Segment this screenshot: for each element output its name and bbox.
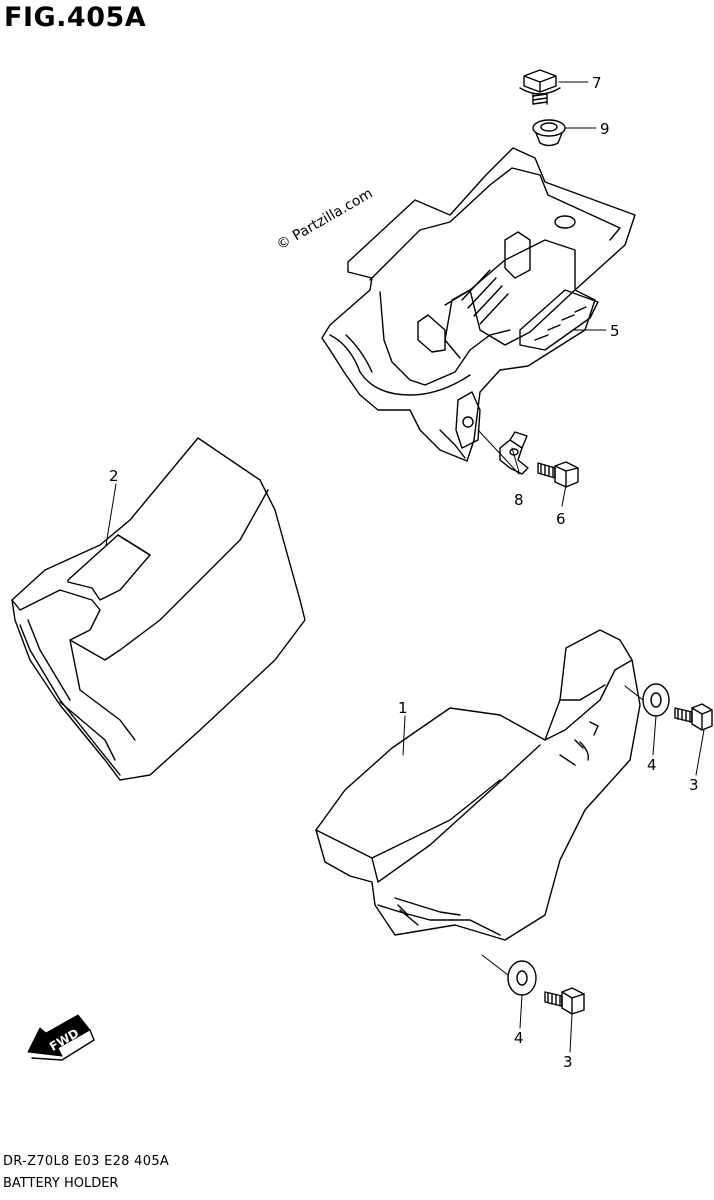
fwd-arrow: FWD [27, 1014, 95, 1061]
figure-name: BATTERY HOLDER [3, 1176, 119, 1191]
part-2-battery-cover[interactable] [11, 437, 306, 781]
part-8-bolt[interactable] [519, 69, 561, 105]
part-7-clip-nut[interactable] [499, 431, 529, 475]
part-9-grommet[interactable] [532, 119, 566, 147]
callout-7: 8 [514, 491, 524, 509]
callout-3-upper: 3 [689, 776, 699, 794]
watermark: © Partzilla.com [274, 186, 376, 254]
callout-8: 7 [592, 74, 602, 92]
part-3-bolt-lower[interactable] [544, 987, 585, 1015]
callout-1: 1 [398, 699, 408, 717]
callout-4-upper: 4 [647, 756, 657, 774]
callout-numbers: 7 9 5 8 6 2 1 4 3 4 3 [109, 74, 699, 1071]
callout-6: 6 [556, 510, 566, 528]
figure-code: DR-Z70L8 E03 E28 405A [3, 1154, 170, 1169]
part-4-washer-lower[interactable] [507, 960, 537, 996]
leader-lines [105, 81, 705, 1053]
callout-2: 2 [109, 467, 119, 485]
callout-9: 9 [600, 120, 610, 138]
part-5-battery-tray[interactable] [321, 147, 636, 462]
callout-3-lower: 3 [563, 1053, 573, 1071]
part-1-battery-case[interactable] [315, 629, 641, 941]
figure-title: FIG.405A [4, 2, 147, 33]
callout-5: 5 [610, 322, 620, 340]
part-3-bolt-upper[interactable] [674, 703, 713, 731]
part-4-washer-upper[interactable] [642, 683, 670, 717]
part-6-bolt[interactable] [537, 461, 579, 488]
callout-4-lower: 4 [514, 1029, 524, 1047]
